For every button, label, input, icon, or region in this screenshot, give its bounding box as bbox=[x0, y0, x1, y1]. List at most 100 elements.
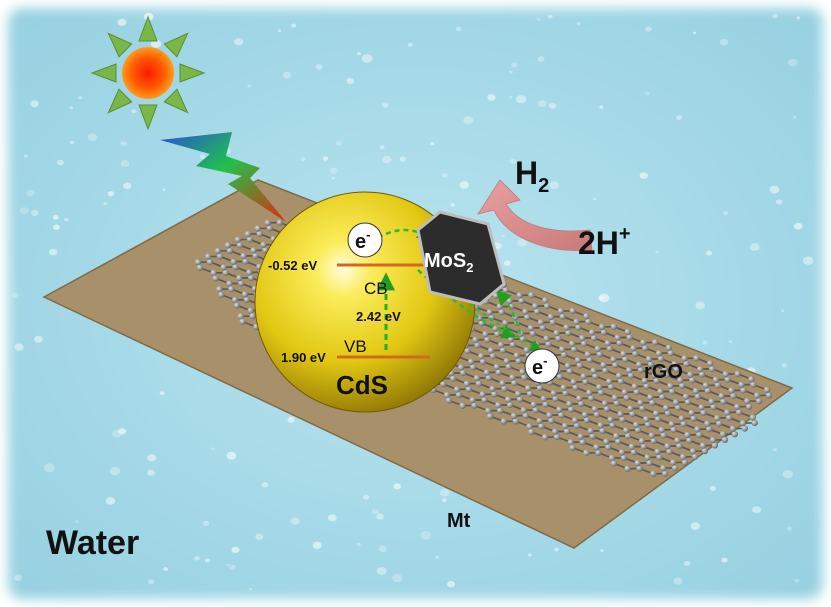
graphene-atom bbox=[536, 384, 544, 392]
graphene-atom bbox=[751, 419, 758, 427]
water-droplet bbox=[23, 154, 28, 158]
graphene-atom bbox=[719, 431, 727, 438]
water-droplet bbox=[357, 52, 361, 56]
graphene-atom bbox=[617, 378, 625, 385]
water-droplet bbox=[31, 209, 39, 216]
graphene-atom bbox=[567, 439, 574, 446]
graphene-atom bbox=[729, 425, 737, 432]
graphene-atom bbox=[755, 397, 763, 405]
water-droplet bbox=[376, 513, 384, 520]
water-droplet bbox=[447, 581, 456, 588]
graphene-atom bbox=[653, 377, 660, 384]
sun-ray bbox=[90, 63, 117, 83]
graphene-atom bbox=[566, 400, 573, 408]
graphene-atom bbox=[661, 366, 668, 373]
graphene-atom bbox=[669, 388, 676, 395]
graphene-atom bbox=[243, 296, 251, 303]
graphene-atom bbox=[707, 360, 714, 367]
graphene-atom bbox=[545, 340, 552, 348]
graphene-atom bbox=[684, 398, 692, 406]
water-droplet bbox=[554, 547, 559, 552]
graphene-atom bbox=[515, 357, 522, 365]
water-droplet bbox=[407, 42, 413, 48]
graphene-atom bbox=[682, 393, 690, 400]
water-droplet bbox=[706, 250, 712, 256]
graphene-atom bbox=[709, 436, 717, 444]
graphene-atom bbox=[556, 373, 564, 380]
graphene-atom bbox=[607, 383, 615, 391]
water-droplet bbox=[362, 494, 370, 500]
graphene-atom bbox=[740, 387, 747, 394]
water-droplet bbox=[194, 556, 200, 561]
graphene-atom bbox=[659, 393, 666, 401]
water-droplet bbox=[56, 159, 64, 166]
graphene-atom bbox=[510, 412, 518, 419]
graphene-atom bbox=[236, 242, 243, 249]
graphene-atom bbox=[244, 230, 252, 238]
graphene-atom bbox=[509, 341, 517, 348]
water-droplet bbox=[118, 428, 127, 435]
water-droplet bbox=[204, 558, 210, 563]
water-droplet bbox=[346, 78, 355, 85]
water-droplet bbox=[117, 18, 127, 26]
graphene-atom bbox=[724, 409, 731, 416]
graphene-atom bbox=[588, 395, 595, 402]
graphene-atom bbox=[690, 415, 697, 422]
graphene-atom bbox=[469, 396, 476, 404]
protons-label: 2H+ bbox=[578, 223, 631, 261]
vb-energy-label: 1.90 eV bbox=[281, 350, 326, 365]
graphene-atom bbox=[671, 464, 679, 472]
graphene-atom bbox=[654, 448, 661, 455]
graphene-atom bbox=[502, 319, 509, 327]
graphene-atom bbox=[610, 460, 618, 467]
graphene-atom bbox=[512, 418, 519, 425]
graphene-atom bbox=[486, 413, 494, 420]
water-droplet bbox=[234, 38, 244, 46]
water-droplet bbox=[255, 533, 264, 541]
water-droplet bbox=[105, 497, 116, 505]
graphene-atom bbox=[691, 453, 699, 460]
graphene-atom bbox=[498, 308, 505, 316]
graphene-atom bbox=[264, 219, 271, 226]
graphene-atom bbox=[256, 230, 263, 238]
graphene-atom bbox=[549, 319, 556, 326]
graphene-atom bbox=[701, 447, 709, 455]
water-droplet bbox=[509, 95, 513, 99]
graphene-atom bbox=[644, 421, 652, 428]
graphene-atom bbox=[738, 381, 745, 388]
graphene-atom bbox=[578, 400, 585, 407]
graphene-atom bbox=[516, 292, 523, 299]
graphene-atom bbox=[622, 356, 629, 363]
graphene-atom bbox=[491, 391, 498, 398]
graphene-atom bbox=[633, 421, 640, 428]
electron-transfer-arrow-2 bbox=[417, 269, 517, 339]
water-droplet bbox=[48, 248, 58, 256]
water-droplet bbox=[576, 21, 581, 25]
graphene-atom bbox=[487, 347, 495, 354]
graphene-atom bbox=[511, 379, 518, 387]
graphene-atom bbox=[493, 363, 500, 371]
graphene-atom bbox=[484, 336, 491, 343]
water-droplet bbox=[69, 140, 74, 145]
graphene-atom bbox=[218, 291, 225, 298]
graphene-atom bbox=[664, 410, 672, 417]
graphene-atom bbox=[645, 355, 653, 363]
graphene-atom bbox=[475, 380, 482, 387]
water-droplet bbox=[750, 243, 760, 251]
graphene-atom bbox=[222, 269, 229, 276]
graphene-atom bbox=[601, 400, 609, 407]
water-droplet bbox=[788, 58, 798, 67]
graphene-atom bbox=[609, 422, 616, 429]
water-droplet bbox=[148, 579, 155, 585]
graphene-atom bbox=[239, 318, 246, 325]
graphene-atom bbox=[526, 423, 533, 430]
graphene-atom bbox=[559, 313, 566, 320]
graphene-atom bbox=[571, 417, 579, 424]
water-droplet bbox=[684, 561, 691, 566]
graphene-atom bbox=[613, 432, 620, 440]
water-droplet bbox=[463, 116, 474, 125]
graphene-atom bbox=[620, 350, 627, 358]
water-droplet bbox=[392, 574, 403, 583]
water-droplet bbox=[787, 526, 792, 531]
water-droplet bbox=[210, 447, 215, 451]
